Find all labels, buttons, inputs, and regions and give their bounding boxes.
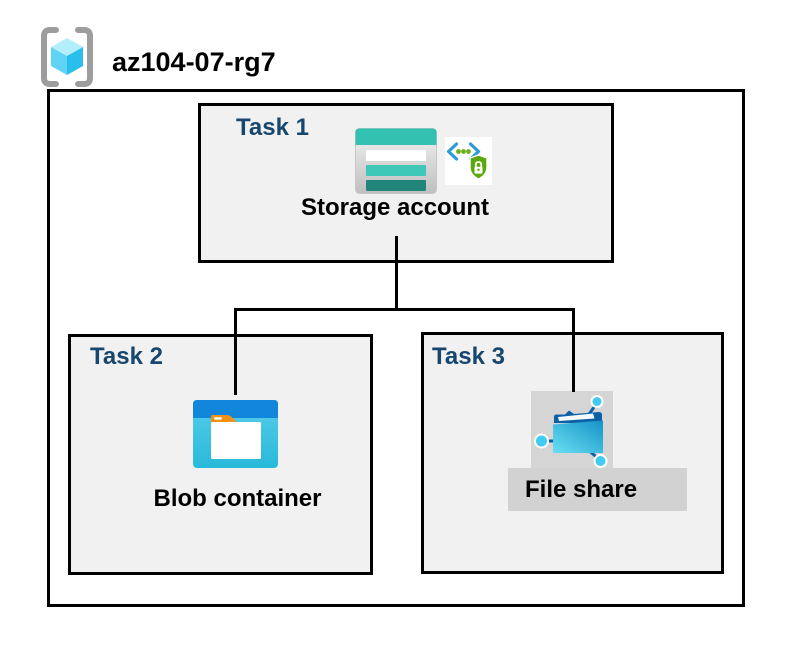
resource-group-icon [37,25,97,89]
connector-branch-horizontal [234,308,575,311]
resource-group-name: az104-07-rg7 [112,47,276,77]
task2-label: Task 2 [90,343,163,370]
file-share-icon [531,391,613,469]
task3-label: Task 3 [432,343,505,370]
task1-label: Task 1 [236,114,309,141]
blob-container-label: Blob container [153,485,322,512]
storage-account-icon [355,128,437,194]
blob-container-icon [193,400,278,468]
file-share-label: File share [525,476,638,503]
task2-box: Task 2 Blob container [68,334,373,575]
file-share-label-highlight: File share [508,468,687,511]
storage-account-label: Storage account [300,194,490,221]
connector-to-blob [234,308,237,395]
code-brackets-lock-shield-icon [445,137,492,185]
task1-box: Task 1 [198,103,614,263]
connector-storage-stem [395,236,398,310]
connector-to-fileshare [572,308,575,392]
